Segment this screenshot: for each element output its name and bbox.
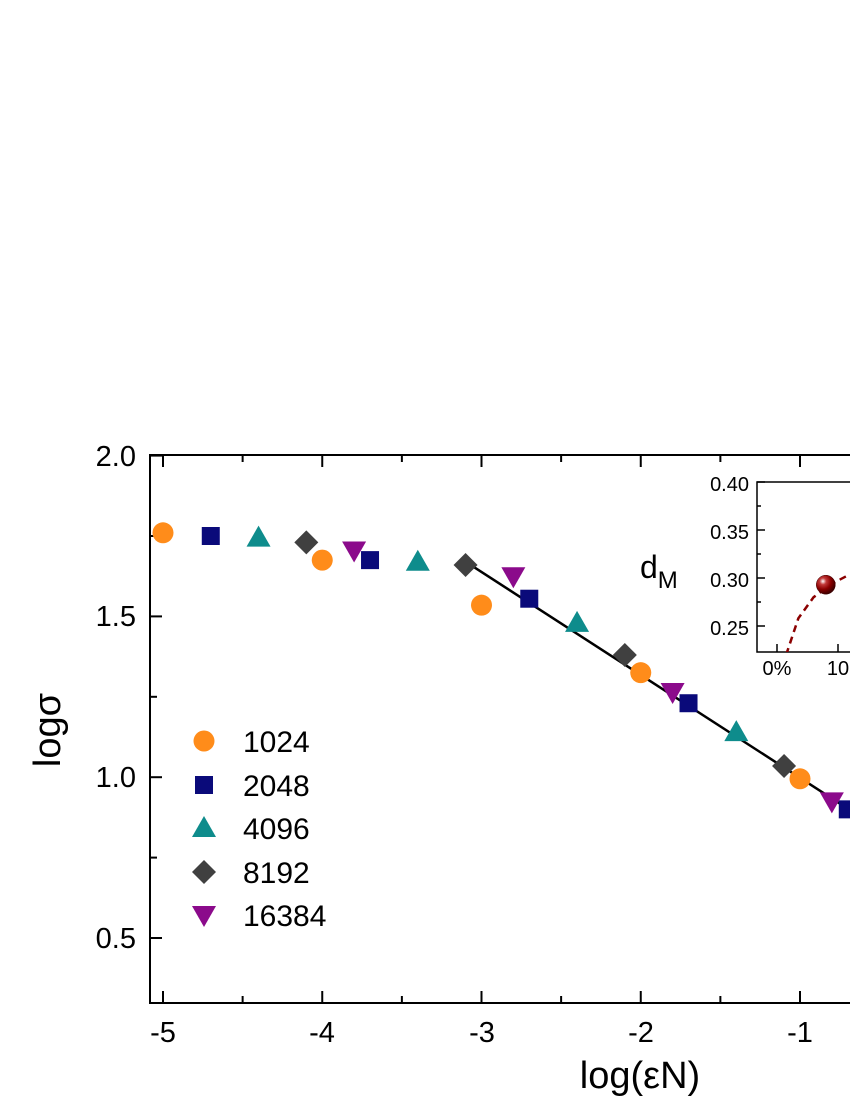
legend-marker-4096 <box>192 816 216 837</box>
legend: 1024 2048 4096 8192 16384 <box>192 726 326 933</box>
legend-marker-8192 <box>192 860 216 884</box>
y-tick-label: 1.0 <box>96 762 136 794</box>
x-tick-label: -3 <box>469 1017 495 1049</box>
inset-y-label-subscript: M <box>658 567 678 594</box>
inset-y-tick-label: 0.40 <box>710 474 749 496</box>
data-point-1024 <box>153 522 174 543</box>
inset-y-tick-label: 0.35 <box>710 522 749 544</box>
y-tick-label: 0.5 <box>96 923 136 955</box>
data-point-16384 <box>501 567 525 588</box>
legend-marker-16384 <box>192 906 216 927</box>
inset-frame <box>757 482 850 652</box>
y-tick-label: 1.5 <box>96 601 136 633</box>
inset-y-tick-label: 0.25 <box>710 618 749 640</box>
data-point-2048 <box>520 590 538 608</box>
inset-chart: 0.40 0.35 0.30 0.25 0% 10 dM <box>640 474 850 680</box>
x-axis-label: log(εN) <box>580 1055 700 1097</box>
legend-label-2048: 2048 <box>243 770 310 803</box>
data-point-8192 <box>613 643 637 667</box>
data-point-1024 <box>630 662 651 683</box>
inset-x-tick-label: 10 <box>827 658 849 680</box>
legend-label-1024: 1024 <box>243 726 310 759</box>
inset-data-point <box>816 575 835 594</box>
data-point-1024 <box>312 550 333 571</box>
data-point-8192 <box>454 553 478 577</box>
legend-marker-1024 <box>194 731 215 752</box>
x-tick-label: -4 <box>309 1017 335 1049</box>
inset-y-tick-label: 0.30 <box>710 570 749 592</box>
data-point-2048 <box>202 527 220 545</box>
data-point-2048 <box>361 551 379 569</box>
x-tick-label: -2 <box>628 1017 654 1049</box>
data-point-1024 <box>471 595 492 616</box>
data-point-4096 <box>565 611 589 632</box>
legend-marker-2048 <box>195 776 213 794</box>
data-point-8192 <box>294 530 318 554</box>
legend-label-16384: 16384 <box>243 900 326 933</box>
data-point-2048 <box>839 800 850 818</box>
data-point-2048 <box>680 694 698 712</box>
inset-y-axis-label: dM <box>640 549 678 594</box>
data-point-4096 <box>406 550 430 571</box>
legend-label-4096: 4096 <box>243 813 310 846</box>
inset-x-tick-label: 0% <box>763 658 792 680</box>
legend-label-8192: 8192 <box>243 857 310 890</box>
y-tick-label: 2.0 <box>96 441 136 473</box>
legend-markers <box>192 731 216 928</box>
data-point-1024 <box>790 768 811 789</box>
x-tick-label: -5 <box>150 1017 176 1049</box>
y-axis-label: logσ <box>27 693 69 767</box>
inset-y-label-main: d <box>640 549 658 585</box>
x-tick-label: -1 <box>787 1017 813 1049</box>
data-point-4096 <box>247 526 271 547</box>
